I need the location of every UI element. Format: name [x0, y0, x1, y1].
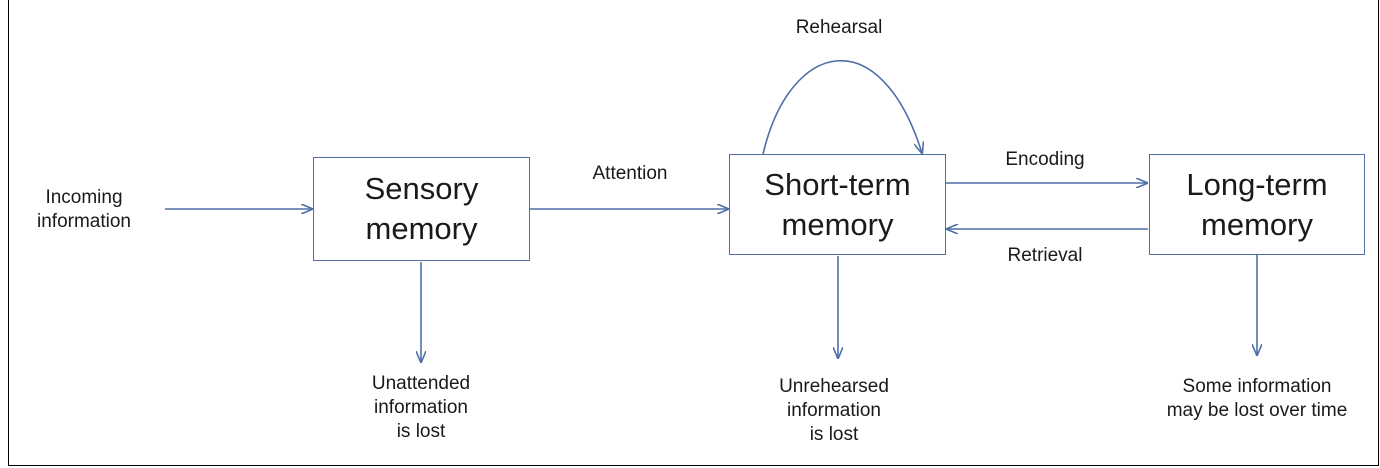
long-term-memory-label: Long-term memory — [1186, 166, 1328, 242]
retrieval-label: Retrieval — [1007, 245, 1083, 266]
unrehearsed-information-label: Unrehearsed information is lost — [779, 376, 889, 445]
encoding-label: Encoding — [1005, 149, 1085, 170]
incoming-information-label: Incoming information — [37, 187, 131, 232]
short-term-memory-box: Short-term memory — [729, 154, 946, 255]
attention-label: Attention — [592, 163, 668, 184]
rehearsal-arrow — [762, 59, 922, 154]
diagram-frame — [8, 0, 1379, 466]
rehearsal-label: Rehearsal — [795, 17, 883, 38]
sensory-memory-box: Sensory memory — [313, 157, 530, 261]
short-term-memory-label: Short-term memory — [764, 166, 911, 242]
long-term-memory-box: Long-term memory — [1149, 154, 1365, 255]
long-term-loss-label: Some information may be lost over time — [1166, 376, 1348, 421]
sensory-memory-label: Sensory memory — [364, 171, 479, 246]
unattended-information-label: Unattended information is lost — [371, 373, 471, 442]
